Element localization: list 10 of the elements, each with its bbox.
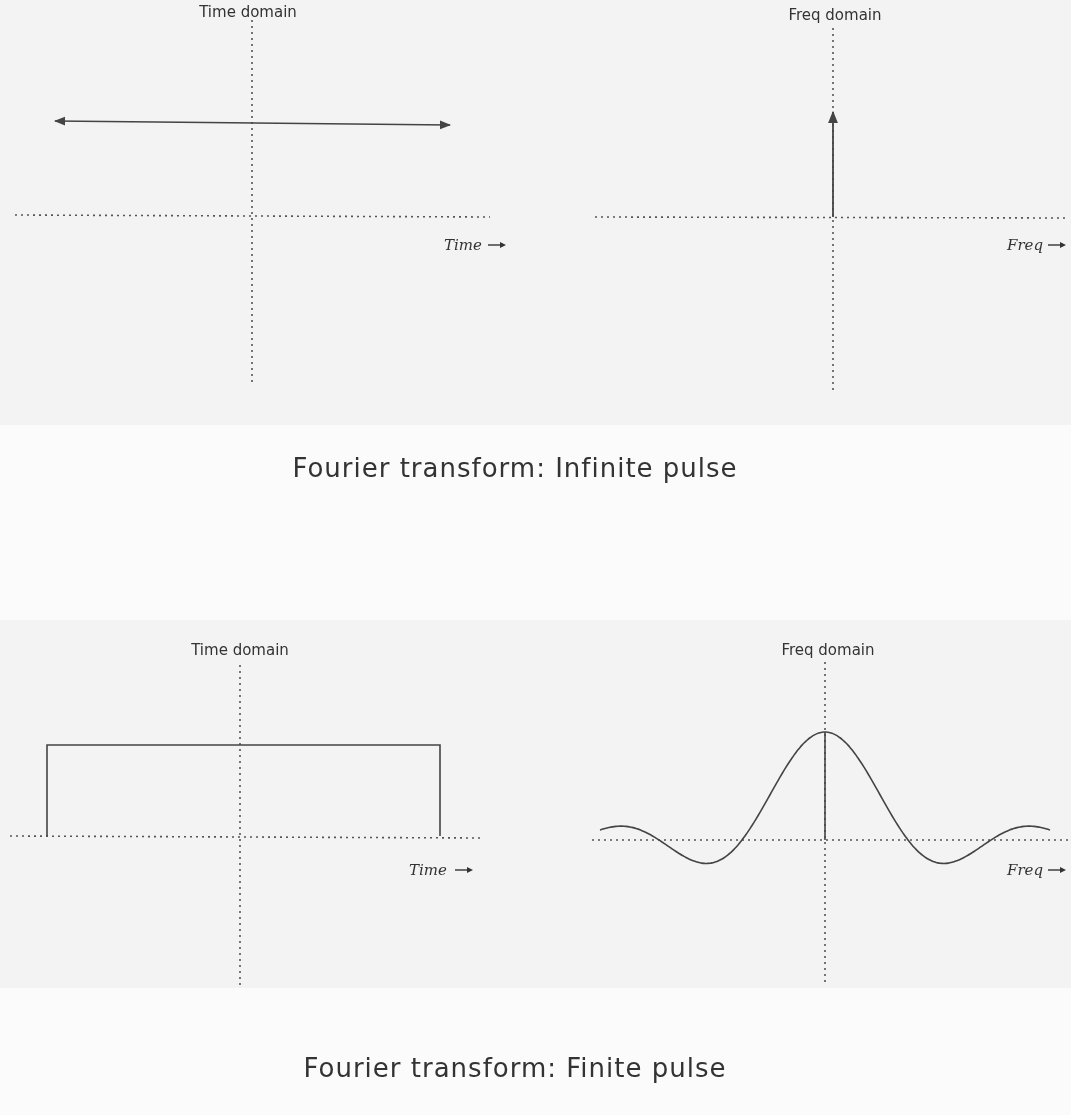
caption: Fourier transform: Finite pulse: [303, 1053, 727, 1083]
panel-title: Time domain: [199, 3, 297, 21]
panel-title: Freq domain: [781, 641, 875, 659]
panel-title: Freq domain: [788, 6, 882, 24]
axis-label: Freq: [1006, 861, 1044, 879]
axis-label: Time: [409, 861, 447, 879]
axis-label: Freq: [1006, 236, 1044, 254]
panel-title: Time domain: [191, 641, 289, 659]
axis-label: Time: [444, 236, 482, 254]
caption: Fourier transform: Infinite pulse: [292, 453, 738, 483]
